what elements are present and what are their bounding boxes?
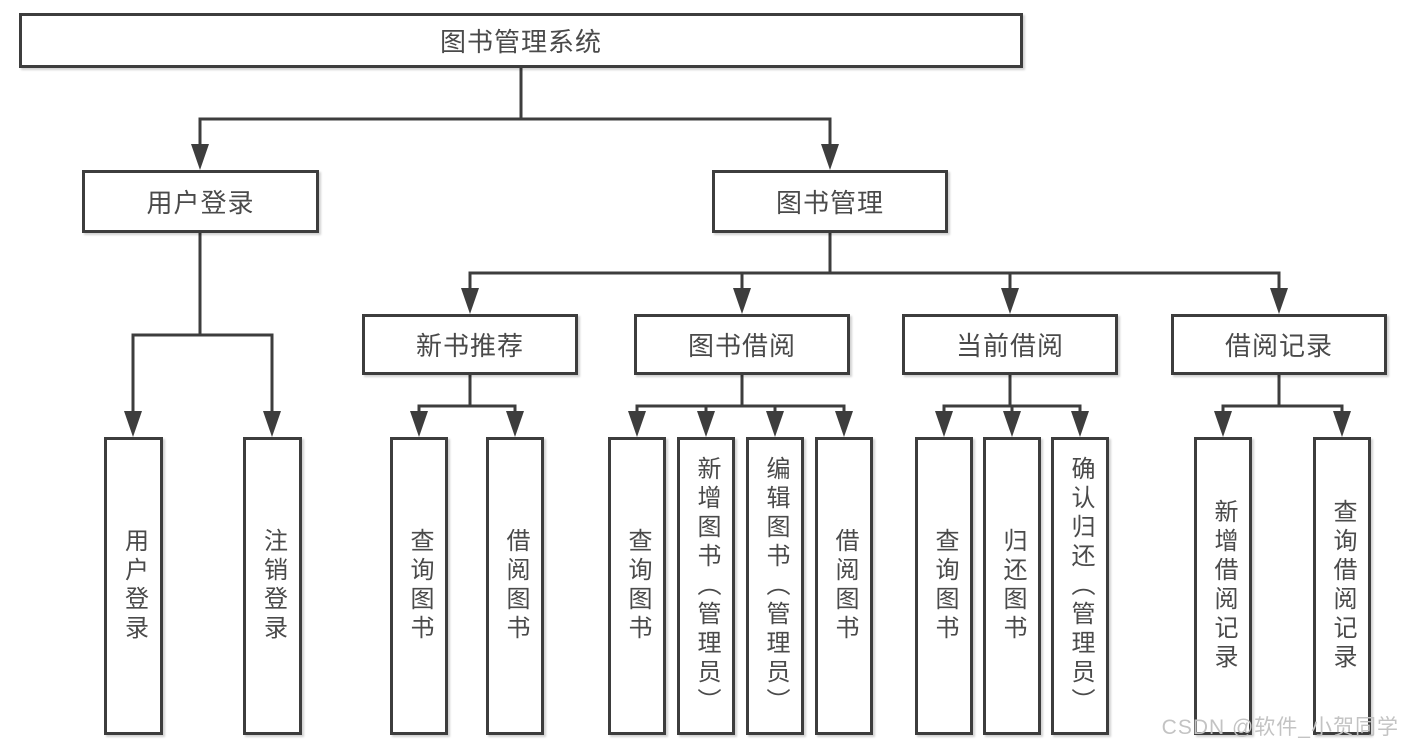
node-label: 新增图书（管理员） <box>693 455 720 717</box>
connector-login-bracket <box>131 333 274 413</box>
node-label: 确认归还（管理员） <box>1067 455 1094 717</box>
connector-root-bracket <box>198 117 832 146</box>
leaf-return-books: 归还图书 <box>983 437 1041 735</box>
connector-borrow-bracket <box>635 404 846 413</box>
node-label: 图书管理 <box>775 188 884 218</box>
arrowhead-icon <box>935 411 953 437</box>
node-label: 查询图书 <box>624 528 651 644</box>
node-label: 借阅图书 <box>502 528 529 644</box>
arrowhead-icon <box>766 411 784 437</box>
node-label: 用户登录 <box>120 528 148 644</box>
leaf-borrow-books: 借阅图书 <box>815 437 873 735</box>
csdn-watermark: CSDN @软件_小贺同学 <box>1161 716 1399 739</box>
node-label: 借阅记录 <box>1224 331 1333 361</box>
arrowhead-icon <box>1333 411 1351 437</box>
node-book-management: 图书管理 <box>712 170 948 233</box>
leaf-query-borrow-record: 查询借阅记录 <box>1313 437 1371 735</box>
connector-mgmt-bracket <box>468 271 1281 290</box>
arrowhead-icon <box>628 411 646 437</box>
arrowhead-icon <box>1003 411 1021 437</box>
node-label: 查询图书 <box>931 528 958 644</box>
node-label: 新增借阅记录 <box>1210 499 1237 673</box>
node-label: 注销登录 <box>259 528 287 644</box>
node-label: 编辑图书（管理员） <box>762 455 789 717</box>
arrowhead-icon <box>1001 288 1019 314</box>
leaf-query-books-borrow: 查询图书 <box>608 437 666 735</box>
connector-records-bracket <box>1221 404 1344 413</box>
node-user-login: 用户登录 <box>82 170 319 233</box>
node-borrowing-records: 借阅记录 <box>1171 314 1387 375</box>
leaf-query-books-current: 查询图书 <box>915 437 973 735</box>
node-book-borrowing: 图书借阅 <box>634 314 850 375</box>
arrowhead-icon <box>733 288 751 314</box>
arrowhead-icon <box>835 411 853 437</box>
leaf-user-login: 用户登录 <box>104 437 163 735</box>
node-label: 查询图书 <box>406 528 433 644</box>
arrowhead-icon <box>124 411 142 437</box>
leaf-logout: 注销登录 <box>243 437 302 735</box>
arrowhead-icon <box>821 144 839 170</box>
node-label: 用户登录 <box>146 188 255 218</box>
leaf-add-books-admin: 新增图书（管理员） <box>677 437 735 735</box>
arrowhead-icon <box>191 144 209 170</box>
arrowhead-icon <box>461 288 479 314</box>
node-new-book-recommend: 新书推荐 <box>362 314 578 375</box>
node-label: 图书管理系统 <box>439 27 602 57</box>
leaf-add-borrow-record: 新增借阅记录 <box>1194 437 1252 735</box>
arrowhead-icon <box>263 411 281 437</box>
arrowhead-icon <box>506 411 524 437</box>
node-library-system: 图书管理系统 <box>19 13 1023 68</box>
node-label: 当前借阅 <box>955 331 1064 361</box>
node-label: 归还图书 <box>999 528 1026 644</box>
connector-recommend-bracket <box>417 404 517 413</box>
node-label: 查询借阅记录 <box>1329 499 1356 673</box>
arrowhead-icon <box>410 411 428 437</box>
leaf-query-books-recommend: 查询图书 <box>390 437 448 735</box>
arrowhead-icon <box>1071 411 1089 437</box>
leaf-edit-books-admin: 编辑图书（管理员） <box>746 437 804 735</box>
leaf-borrow-books-recommend: 借阅图书 <box>486 437 544 735</box>
node-label: 新书推荐 <box>415 331 524 361</box>
node-label: 借阅图书 <box>831 528 858 644</box>
leaf-confirm-return-admin: 确认归还（管理员） <box>1051 437 1109 735</box>
arrowhead-icon <box>1270 288 1288 314</box>
node-label: 图书借阅 <box>687 331 796 361</box>
node-current-borrowing: 当前借阅 <box>902 314 1118 375</box>
arrowhead-icon <box>697 411 715 437</box>
arrowhead-icon <box>1214 411 1232 437</box>
